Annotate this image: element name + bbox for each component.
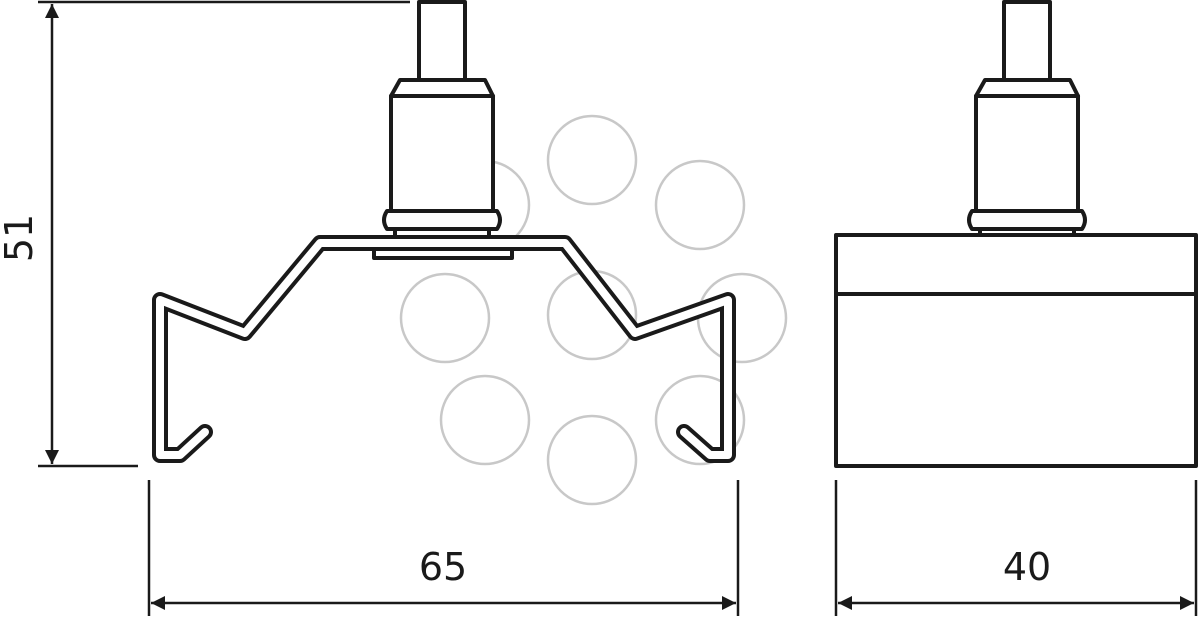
front-width-label: 65 <box>419 545 467 589</box>
side-width-label: 40 <box>1003 545 1051 589</box>
height-label: 51 <box>0 214 41 262</box>
side-body <box>974 94 1080 213</box>
height-dimension <box>38 0 410 468</box>
side-box <box>834 233 1198 468</box>
side-stud <box>1002 0 1052 82</box>
side-view <box>834 0 1198 468</box>
spring-clip <box>152 235 736 463</box>
side-width-dimension <box>834 480 1198 616</box>
front-view <box>372 0 514 260</box>
front-flange <box>382 209 502 231</box>
front-collar <box>389 78 495 98</box>
side-flange <box>967 209 1087 231</box>
front-body <box>389 94 495 213</box>
front-width-dimension <box>147 480 740 616</box>
side-collar <box>974 78 1080 98</box>
front-stud <box>417 0 467 82</box>
